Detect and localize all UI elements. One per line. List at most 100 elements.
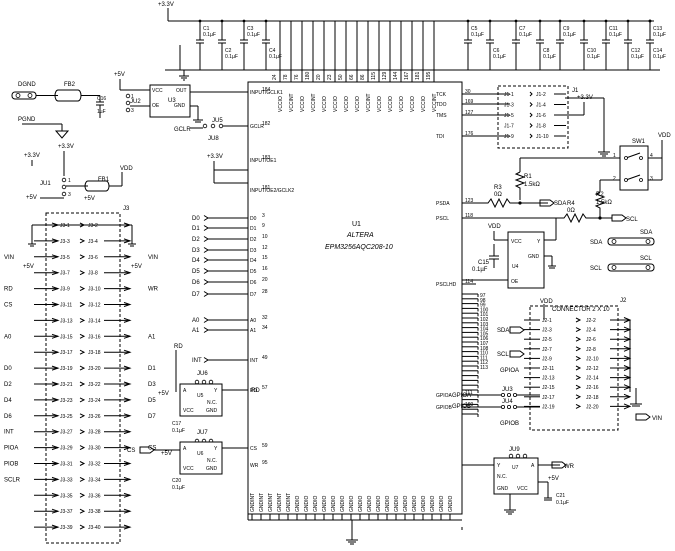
cap-ref: C2: [225, 48, 232, 54]
j3-contact: [79, 222, 86, 228]
r3-ref: R3: [494, 185, 502, 191]
pin-number: 16: [262, 266, 268, 272]
pin-number: 20: [262, 277, 268, 283]
c21-val: 0.1µF: [556, 500, 569, 506]
u7-ref: U7: [512, 465, 519, 471]
c21-ref: C21: [556, 493, 565, 499]
j3-pin-right: J3-12: [88, 303, 101, 309]
cs-net-left: CS: [127, 448, 135, 454]
vcc-pin-number: 66: [349, 74, 355, 80]
u6-vcc: VCC: [183, 466, 194, 472]
sw1-vdd: VDD: [658, 133, 671, 139]
j3-arrow-right: [123, 238, 132, 244]
u4-buffer: VDD VCC Y GND U4 OE C15 0.1µF: [462, 218, 557, 289]
sw1-pin1: 1: [613, 153, 616, 159]
u5-nc: N.C.: [207, 400, 217, 406]
ju3-label: JU3: [502, 387, 513, 393]
u1-left-pins: 184INPUT/GCLK1182GCLR183INPUT/OE1181INPU…: [192, 87, 294, 469]
ju1-p3: 3: [68, 192, 71, 198]
v33-oe-label: +3.3V: [207, 154, 223, 160]
j2-title: CONNECTOR 2 X 10: [552, 307, 610, 313]
scl-terminal[interactable]: [607, 263, 655, 272]
vcc-pin-number: 167: [404, 71, 410, 80]
u3-body: [149, 84, 191, 118]
u1-gnd-pin: GNDIO: [439, 496, 445, 520]
j3-contact: [79, 349, 86, 355]
j3-left-net: SCLR: [4, 477, 21, 483]
gnd-pin-name: GNDIO: [376, 496, 382, 513]
pin-number: 111: [465, 390, 473, 396]
pin-name: D1: [250, 226, 257, 232]
vcc-pin-number: 78: [283, 74, 289, 80]
j3-right-net: VIN: [148, 255, 158, 261]
cap-ref: C13: [653, 26, 662, 32]
j1-pin-right: J1-10: [536, 134, 549, 140]
u6-gnd: GND: [206, 466, 218, 472]
pin-name: D5: [250, 269, 257, 275]
junction-dot: [198, 19, 202, 23]
u1-gnd-pin: GNDINT: [250, 493, 256, 520]
j3-pin-right: J3-4: [88, 239, 98, 245]
j1-pin-right: J1-8: [536, 124, 546, 130]
junction-dot: [466, 19, 470, 23]
vcc-pin-name: VCCINT: [432, 93, 438, 112]
cap-ref: C5: [471, 26, 478, 32]
v5-label-left2: +5V: [84, 196, 95, 202]
ju2-p3: 3: [131, 108, 134, 114]
data-net-label: D7: [192, 292, 200, 298]
pin-number: 3: [262, 213, 265, 219]
io-fan-pin: [462, 384, 479, 389]
u1-gnd-pin: GNDIO: [376, 496, 382, 520]
junction-dot: [604, 19, 608, 23]
pin-number: 123: [465, 198, 474, 204]
j3-contact: [79, 476, 86, 482]
sw1-body[interactable]: [619, 145, 649, 191]
sda-tp-label: SDA: [590, 240, 602, 246]
j3-pin-right: J3-24: [88, 398, 101, 404]
sw1-pin3: 3: [650, 176, 653, 182]
j3-arrow-right: [123, 270, 132, 276]
junction-dot: [488, 19, 492, 23]
junction-dot: [538, 19, 542, 23]
gnd-pin-name: GNDIO: [331, 496, 337, 513]
vcc-pin-number: 50: [338, 74, 344, 80]
pin-name: GCLR: [250, 124, 264, 130]
c16-ref: C16: [97, 96, 106, 102]
rd-net-top: RD: [174, 344, 183, 350]
decoupling-cap: C20.1µF: [218, 19, 238, 70]
u1-gnd-pin: GNDIO: [421, 496, 427, 520]
fan-pin-number: 98: [480, 298, 486, 304]
cap-ref: C1: [203, 26, 210, 32]
cap-ref: C3: [247, 26, 254, 32]
j3-contact: [79, 270, 86, 276]
sda-terminal[interactable]: [607, 237, 655, 246]
gpiob-pin: GPIOB: [452, 404, 471, 410]
j2-pin-left: J2-11: [542, 366, 554, 372]
j2-pin-right: J2-4: [586, 328, 596, 334]
j3-pin-right: J3-30: [88, 446, 101, 452]
io-fan-pin: 104: [462, 327, 489, 333]
j3-pin-right: J3-36: [88, 493, 101, 499]
j2-ref: J2: [620, 298, 627, 304]
